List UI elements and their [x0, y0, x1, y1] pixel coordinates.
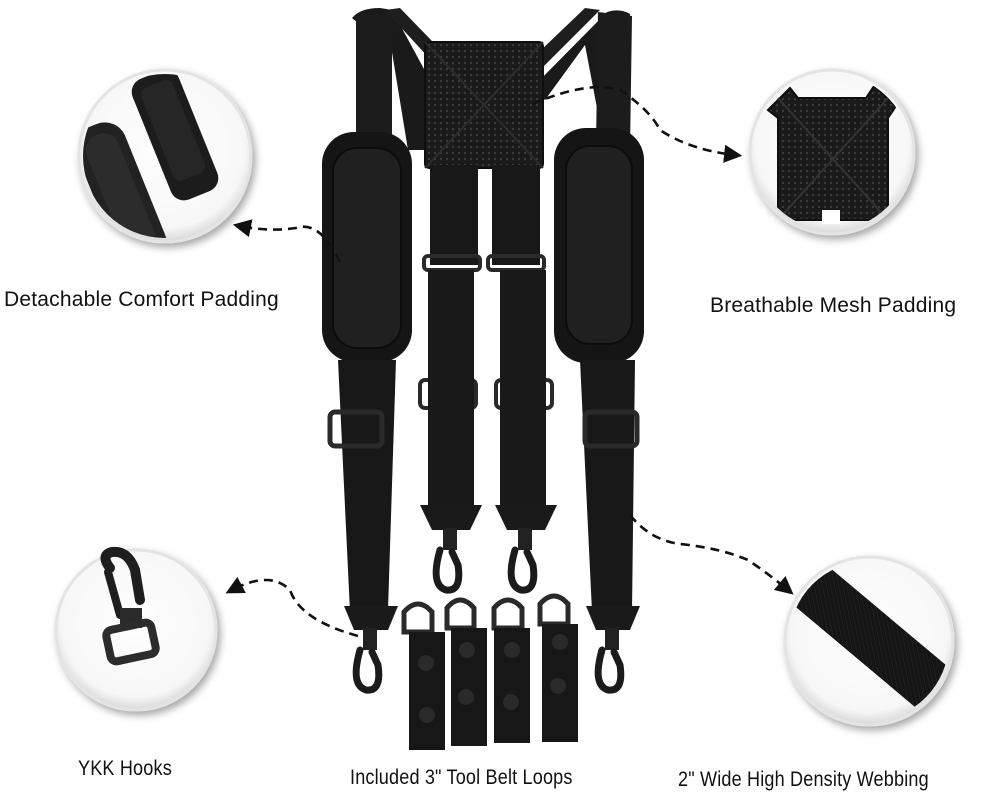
belt-loop-3: [491, 597, 530, 743]
webbing-zoom-lens: [783, 555, 955, 727]
hook-zoom-lens: [54, 546, 218, 712]
belt-loop-4: [537, 593, 578, 742]
callout-label-padding: Detachable Comfort Padding: [4, 288, 279, 311]
callout-label-belt-loops: Included 3" Tool Belt Loops: [350, 766, 573, 789]
callout-label-webbing: 2" Wide High Density Webbing: [678, 768, 929, 791]
back-mesh-pad: [424, 41, 544, 169]
right-shoulder-pad: [554, 128, 644, 363]
belt-loop-2: [444, 597, 487, 746]
arrow-padding: [232, 219, 342, 263]
mesh-zoom-lens: [748, 68, 916, 236]
center-hook-right: [495, 505, 557, 594]
left-shoulder-pad: [322, 132, 412, 362]
padding-zoom-lens: [77, 68, 253, 244]
outer-hook-right: [586, 606, 640, 694]
callout-label-ykk-hooks: YKK Hooks: [78, 757, 172, 780]
outer-hook-left: [344, 606, 398, 694]
callout-label-mesh: Breathable Mesh Padding: [710, 294, 957, 317]
belt-loops: [401, 593, 578, 750]
arrow-mesh: [531, 85, 743, 163]
callout-arrows: [225, 85, 794, 638]
belt-loop-1: [401, 601, 445, 750]
arrow-webbing: [628, 514, 794, 595]
center-hook-left: [420, 505, 482, 594]
suspenders-product: [322, 8, 644, 750]
arrow-ykk: [225, 576, 359, 638]
